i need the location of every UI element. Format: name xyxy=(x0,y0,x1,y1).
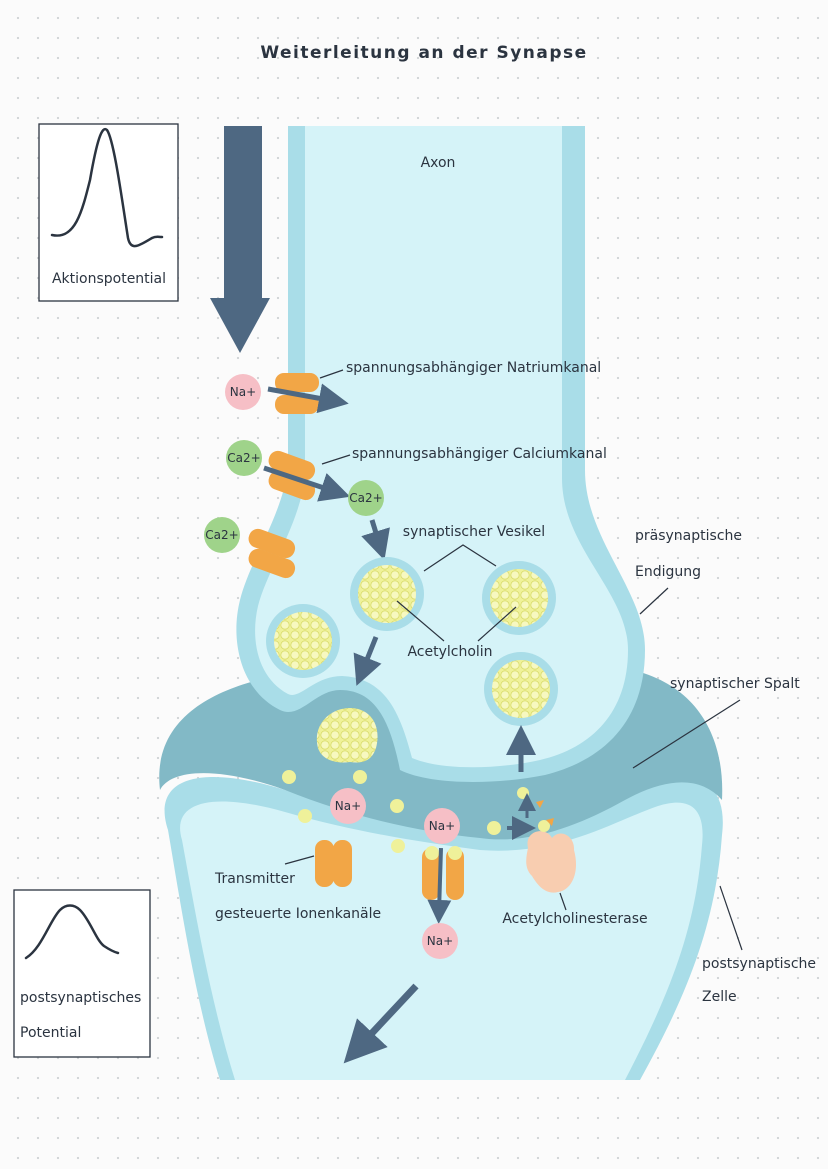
psp-label-2: Potential xyxy=(20,1025,81,1041)
synaptic-vesicle-3 xyxy=(482,561,556,635)
svg-text:Ca2+: Ca2+ xyxy=(349,491,382,505)
incoming-signal-arrow xyxy=(210,126,270,353)
sodium-influx-arrow xyxy=(267,383,349,414)
esterase-label: Acetylcholinesterase xyxy=(502,911,647,927)
ca-channel-label: spannungsabhängiger Calciumkanal xyxy=(352,446,607,462)
sodium-ion-cleft: Na+ xyxy=(330,788,366,824)
synaptic-vesicle-4 xyxy=(484,652,558,726)
fusing-vesicle xyxy=(316,708,378,763)
postsynaptic-label-2: Zelle xyxy=(702,989,737,1005)
svg-text:Ca2+: Ca2+ xyxy=(205,528,238,542)
calcium-vesicle-arrow xyxy=(361,519,390,561)
vesicle-label: synaptischer Vesikel xyxy=(403,524,545,540)
voltage-gated-calcium-channel xyxy=(268,450,316,501)
postsynaptic-label-1: postsynaptische xyxy=(702,956,816,972)
calcium-ion-outside-second: Ca2+ xyxy=(204,517,240,553)
svg-text:Na+: Na+ xyxy=(429,819,455,833)
sodium-ion-channel: Na+ xyxy=(424,808,460,844)
synaptic-vesicle-2 xyxy=(350,557,424,631)
acetylcholine-molecules xyxy=(282,770,501,853)
svg-text:Na+: Na+ xyxy=(335,799,361,813)
transmitter-channel-label-1: Transmitter xyxy=(214,871,295,887)
sodium-influx-post-arrow xyxy=(427,847,452,924)
presynaptic-label-2: Endigung xyxy=(635,564,701,580)
ligand-gated-channel-closed xyxy=(315,840,352,887)
closed-calcium-channel xyxy=(248,528,296,579)
transmitter-channel-label-2: gesteuerte Ionenkanäle xyxy=(215,906,381,922)
postsynaptic-potential-inset: postsynaptisches Potential xyxy=(13,889,151,1058)
acetylcholine-label: Acetylcholin xyxy=(407,644,492,660)
svg-text:Ca2+: Ca2+ xyxy=(227,451,260,465)
psp-label-1: postsynaptisches xyxy=(20,990,141,1006)
calcium-ion-inside: Ca2+ xyxy=(348,480,384,516)
outgoing-signal-arrow xyxy=(343,983,419,1064)
synaptic-vesicle-1 xyxy=(266,604,340,678)
axon-label: Axon xyxy=(421,155,456,171)
sodium-ion-top: Na+ xyxy=(225,374,261,410)
exocytosis-arrow xyxy=(353,636,382,686)
ligand-gated-channel-open xyxy=(422,846,464,900)
voltage-gated-sodium-channel xyxy=(275,373,319,414)
action-potential-label: Aktionspotential xyxy=(52,271,166,287)
na-channel-label: spannungsabhängiger Natriumkanal xyxy=(346,360,601,376)
presynaptic-label-1: präsynaptische xyxy=(635,528,742,544)
action-potential-inset: Aktionspotential xyxy=(38,123,179,302)
sodium-ion-post: Na+ xyxy=(422,923,458,959)
calcium-ion-outside: Ca2+ xyxy=(226,440,262,476)
page-title: Weiterleitung an der Synapse xyxy=(260,43,587,63)
svg-text:Na+: Na+ xyxy=(427,934,453,948)
svg-text:Na+: Na+ xyxy=(230,385,256,399)
calcium-influx-arrow xyxy=(263,465,351,502)
cleft-label: synaptischer Spalt xyxy=(670,676,800,692)
